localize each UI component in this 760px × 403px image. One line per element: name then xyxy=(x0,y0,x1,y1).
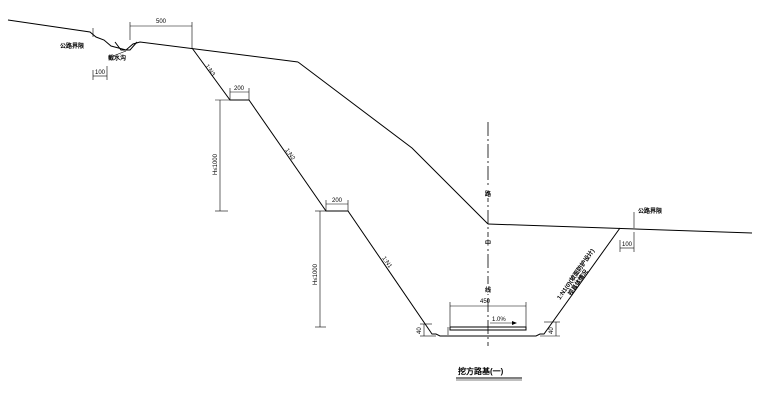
slope-ratio-1: 1:N3 xyxy=(203,64,216,78)
drawing-title: 挖方路基(一) xyxy=(458,366,504,376)
boundary-label-right: 公路界限 xyxy=(638,207,662,215)
dim-height2: H≤1000 xyxy=(313,263,319,285)
crossfall-label: 1.0% xyxy=(492,317,506,323)
dim-depth-right: 40 xyxy=(549,327,555,334)
cut-slope-left xyxy=(191,47,450,337)
ground-line-left xyxy=(7,19,299,63)
original-ground-slope xyxy=(297,61,489,225)
ditch-label: 截水沟 xyxy=(108,54,126,62)
dim-bench1: 200 xyxy=(234,86,245,92)
pavement-surface xyxy=(449,326,527,331)
dim-height1: H≤1000 xyxy=(213,153,219,175)
cut-slope-right xyxy=(526,227,621,337)
boundary-label-left: 公路界限 xyxy=(60,42,84,50)
slope-ratio-2: 1:N2 xyxy=(283,148,296,162)
intercept-ditch xyxy=(114,41,138,51)
protection-label: 1:N1(0)(坡面防护设计) xyxy=(555,247,596,301)
dim-roadbed-width: 450 xyxy=(480,299,491,305)
dim-top-width: 500 xyxy=(156,19,167,25)
slope-ratio-3: 1:N1 xyxy=(380,256,393,270)
dim-right-offset: 100 xyxy=(622,242,633,248)
ditch-leader xyxy=(112,50,127,57)
dim-ditch-width: 100 xyxy=(95,70,106,76)
dim-depth-left: 40 xyxy=(417,327,423,334)
centerline-char-1: 路 xyxy=(485,190,492,198)
dim-bench2: 200 xyxy=(332,198,343,204)
centerline-char-2: 中 xyxy=(485,239,491,247)
centerline-char-3: 线 xyxy=(485,286,491,294)
